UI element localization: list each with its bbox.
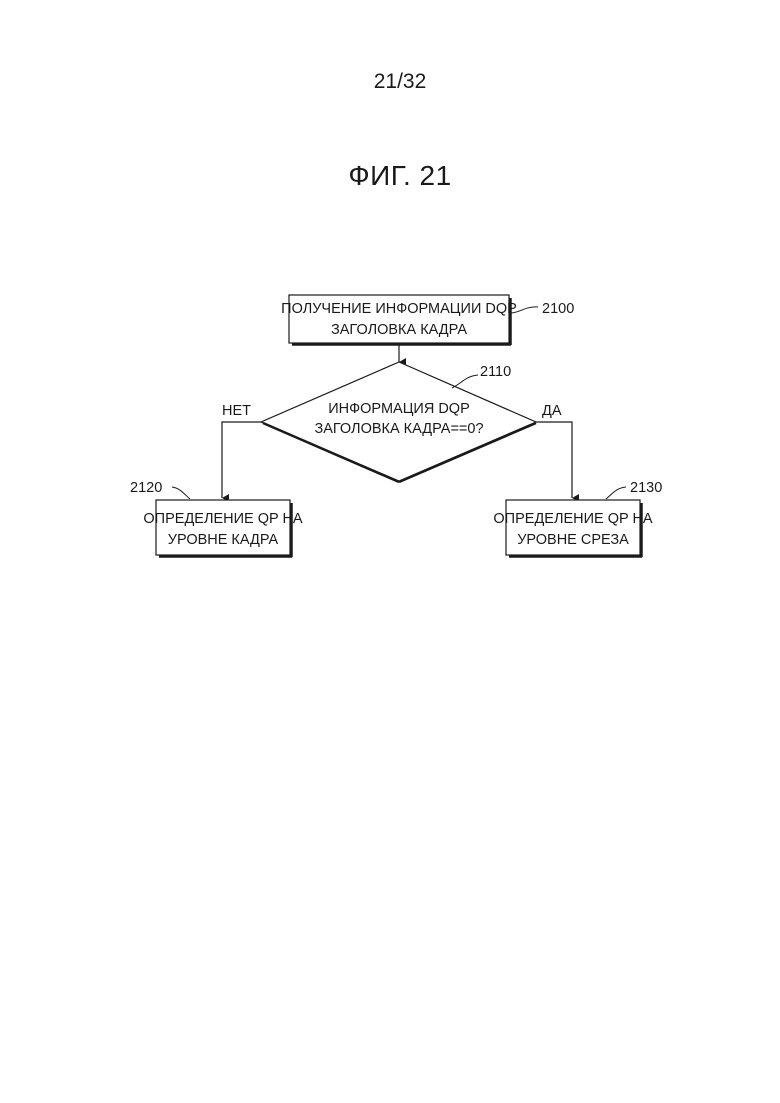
process-box-2100-line1: ПОЛУЧЕНИЕ ИНФОРМАЦИИ DQP (281, 301, 517, 317)
process-box-2120: ОПРЕДЕЛЕНИЕ QP НА УРОВНЕ КАДРА (143, 500, 303, 557)
ref-leader-2130 (606, 487, 626, 499)
process-box-2100-line2: ЗАГОЛОВКА КАДРА (331, 322, 467, 338)
process-box-2130-line2: УРОВНЕ СРЕЗА (517, 532, 629, 548)
decision-2110-line1: ИНФОРМАЦИЯ DQP (328, 401, 470, 417)
ref-leader-2120 (172, 487, 190, 499)
decision-2110-line2: ЗАГОЛОВКА КАДРА==0? (314, 421, 483, 437)
process-box-2100: ПОЛУЧЕНИЕ ИНФОРМАЦИИ DQP ЗАГОЛОВКА КАДРА (281, 295, 517, 345)
ref-number-2130: 2130 (630, 480, 662, 496)
branch-no-line (222, 422, 261, 498)
process-box-2120-line1: ОПРЕДЕЛЕНИЕ QP НА (143, 511, 303, 527)
process-box-2130-line1: ОПРЕДЕЛЕНИЕ QP НА (493, 511, 653, 527)
branch-no-label: НЕТ (222, 403, 251, 419)
ref-number-2110: 2110 (480, 364, 511, 380)
ref-number-2120: 2120 (130, 480, 162, 496)
process-box-2130: ОПРЕДЕЛЕНИЕ QP НА УРОВНЕ СРЕЗА (493, 500, 653, 557)
branch-yes-label: ДА (542, 403, 562, 419)
branch-yes-line (536, 422, 572, 498)
ref-number-2100: 2100 (542, 301, 574, 317)
process-box-2120-line2: УРОВНЕ КАДРА (168, 532, 279, 548)
ref-leader-2110 (452, 375, 478, 388)
decision-diamond-2110: ИНФОРМАЦИЯ DQP ЗАГОЛОВКА КАДРА==0? (261, 362, 536, 482)
